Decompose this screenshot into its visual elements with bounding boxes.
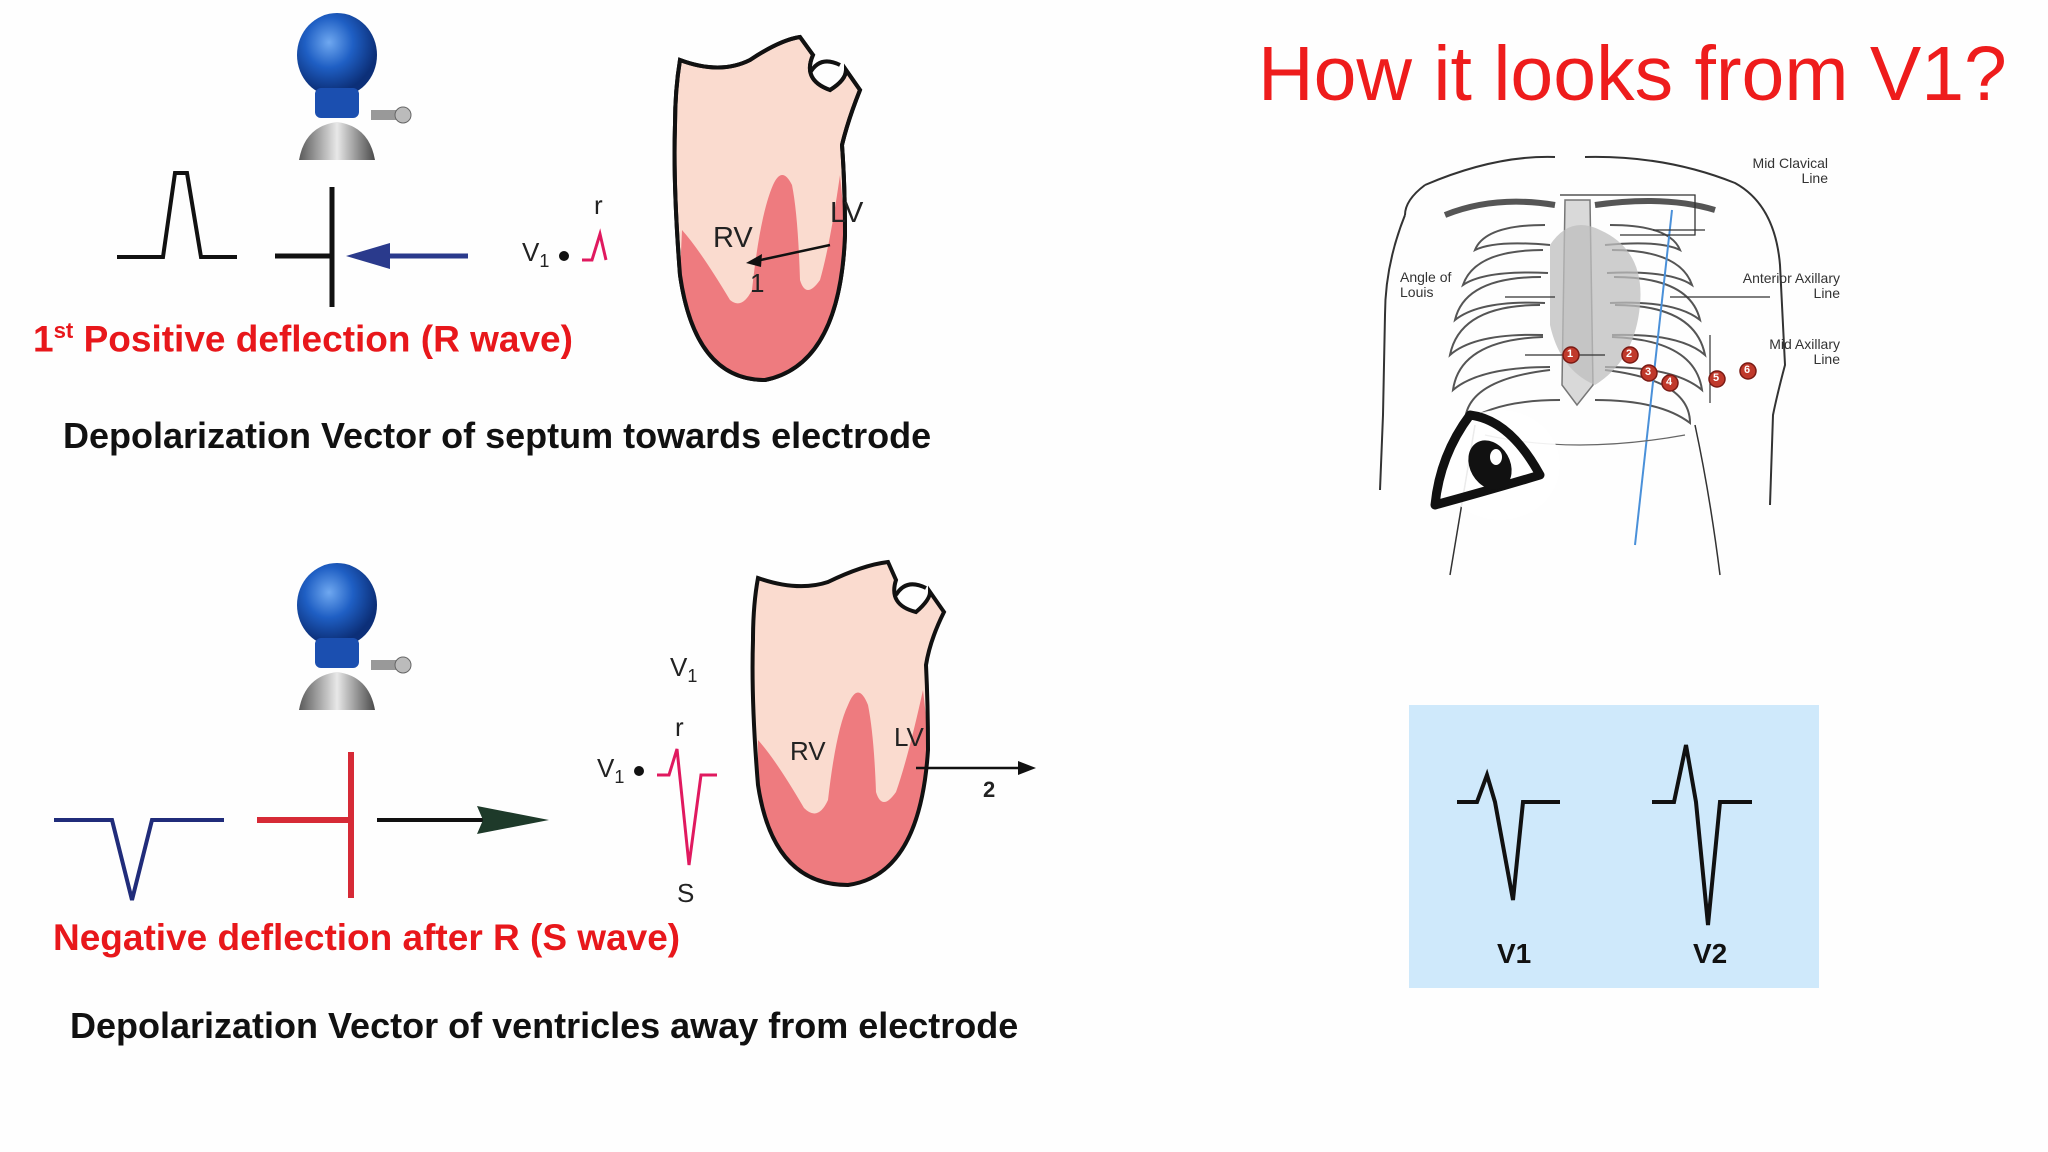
ecg-comparison-box (1409, 705, 1819, 988)
electrode-number: 1 (1567, 348, 1574, 360)
r-wave-caption: 1st Positive deflection (R wave) (33, 318, 573, 360)
vector-arrow (257, 752, 549, 898)
label-line: Mid Clavical (1752, 155, 1828, 171)
electrode-number: 3 (1645, 366, 1652, 378)
lead-subscript: 1 (539, 251, 550, 272)
heart-diagram (750, 559, 1036, 888)
rv-label: RV (790, 736, 826, 766)
chest-electrodes (1562, 346, 1757, 392)
vector-number: 2 (983, 777, 996, 802)
vector-arrow (275, 187, 468, 307)
septum-description: Depolarization Vector of septum towards … (63, 415, 932, 456)
label-line: Line (1813, 285, 1840, 301)
lead-label: V (670, 652, 688, 682)
v2-label: V2 (1693, 938, 1728, 969)
page-title: How it looks from V1? (1258, 31, 2007, 117)
eye-icon (1430, 410, 1560, 520)
ventricles-description: Depolarization Vector of ventricles away… (70, 1005, 1019, 1046)
label-line: Line (1813, 351, 1840, 367)
s-label: S (677, 878, 695, 908)
rv-label: RV (713, 222, 753, 254)
electrode-icon (297, 563, 412, 710)
small-r-trace (582, 228, 608, 262)
electrode-number: 5 (1713, 372, 1720, 384)
rs-trace (657, 748, 717, 866)
s-wave (54, 818, 224, 901)
lead-label: V (597, 753, 615, 783)
lead-label: V (522, 237, 540, 267)
lv-label: LV (894, 722, 924, 752)
label-line: Mid Axillary (1769, 336, 1840, 352)
r-label: r (675, 712, 684, 742)
electrode-number: 4 (1666, 376, 1673, 388)
v2-trace (1652, 744, 1752, 926)
r-wave (117, 171, 237, 259)
heart-diagram (672, 34, 863, 383)
label-line: Louis (1400, 284, 1434, 300)
caption-text: Positive deflection (R wave) (73, 318, 573, 360)
caption-number: 1 (33, 318, 54, 360)
electrode-dot (634, 766, 644, 776)
electrode-icon (297, 13, 412, 160)
lv-label: LV (830, 197, 864, 229)
label-line: Anterior Axillary (1742, 270, 1840, 286)
label-line: Line (1801, 170, 1828, 186)
v1-label: V1 (1497, 938, 1532, 969)
v1-trace (1457, 768, 1560, 901)
s-wave-caption: Negative deflection after R (S wave) (53, 917, 681, 958)
vector-number: 1 (750, 268, 765, 298)
label-line: Angle of (1400, 269, 1452, 285)
lead-subscript: 1 (614, 767, 625, 788)
r-label: r (594, 190, 603, 220)
chest-lead-diagram (1379, 155, 1787, 576)
caption-superscript: st (53, 318, 74, 343)
electrode-number: 2 (1626, 348, 1633, 360)
lead-subscript: 1 (687, 666, 698, 687)
electrode-number: 6 (1744, 364, 1751, 376)
electrode-dot (559, 251, 569, 261)
